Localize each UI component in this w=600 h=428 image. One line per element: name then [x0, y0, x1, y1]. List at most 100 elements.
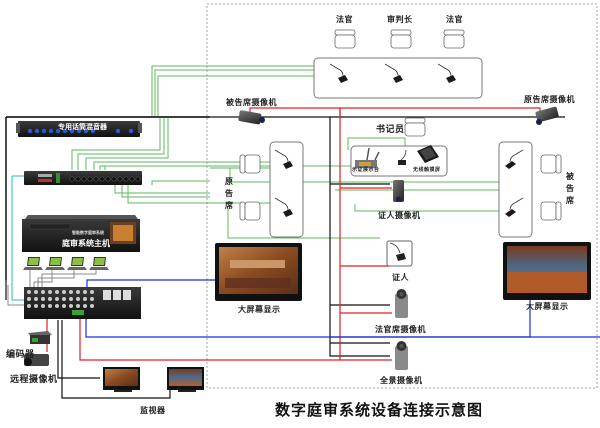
matrix-switcher-device — [24, 287, 141, 319]
laptop-icon — [45, 257, 65, 270]
microphone-icon — [505, 149, 524, 169]
port-icon — [81, 176, 87, 182]
laptop-icon — [67, 257, 87, 270]
audio-processor-device — [24, 171, 142, 185]
big-screen-left — [215, 243, 302, 301]
clerk-microphone-icon — [398, 149, 407, 165]
control-wire — [57, 320, 100, 379]
witness-stand — [386, 240, 413, 267]
knob-icon — [41, 128, 47, 134]
defendant-desk — [498, 141, 533, 238]
big-screen-right — [503, 242, 591, 300]
microphone-icon — [274, 149, 293, 169]
port-icon — [34, 304, 38, 308]
diagram-title: 数字庭审系统设备连接示意图 — [275, 401, 484, 419]
label-judge-right: 法官 — [446, 14, 463, 24]
port-icon — [34, 290, 38, 294]
label-defendant-camera: 被告席摄像机 — [226, 97, 277, 107]
laptop-icon — [89, 257, 109, 270]
microphone-icon — [437, 63, 456, 83]
label-monitor: 监视器 — [140, 405, 166, 415]
video-wire — [249, 107, 341, 360]
port-icon — [105, 176, 111, 182]
port-icon — [62, 297, 66, 301]
knob-icon — [48, 128, 54, 134]
port-icon — [41, 297, 45, 301]
microphone-icon — [274, 197, 293, 217]
audio-wire — [121, 185, 210, 198]
port-icon — [117, 176, 123, 182]
label-big-screen-right: 大屏幕显示 — [526, 301, 569, 311]
audio-wire — [114, 185, 210, 194]
port-icon — [48, 290, 52, 294]
encoder-device — [28, 331, 52, 344]
label-witness: 证人 — [392, 272, 409, 282]
defendant-chairs — [540, 154, 562, 221]
port-icon — [55, 290, 59, 294]
port-icon — [27, 290, 31, 294]
label-presiding-judge: 审判长 — [387, 14, 413, 24]
label-judge-left: 法官 — [336, 14, 353, 24]
port-icon — [76, 304, 80, 308]
port-icon — [62, 304, 66, 308]
plaintiff-desk — [269, 141, 304, 238]
label-mixer: 专用话筒混音器 — [58, 123, 107, 131]
monitor-left — [103, 367, 140, 392]
label-plaintiff-seat: 原告席 — [225, 176, 233, 210]
video-wire — [79, 318, 340, 361]
label-panorama-camera: 全景摄像机 — [380, 375, 423, 385]
audio-wire — [354, 204, 500, 212]
port-icon — [62, 290, 66, 294]
port-icon — [48, 304, 52, 308]
knob-icon — [115, 128, 121, 134]
label-host-sub: 智能数字庭审系统 — [72, 230, 104, 235]
knob-icon — [34, 128, 40, 134]
lan-wire — [41, 270, 97, 288]
port-icon — [55, 304, 59, 308]
port-icon — [69, 304, 73, 308]
witness-camera-icon — [393, 180, 404, 202]
port-icon — [93, 176, 99, 182]
port-icon — [34, 297, 38, 301]
label-big-screen-left: 大屏幕显示 — [238, 304, 281, 314]
audio-wire — [127, 185, 210, 204]
knob-icon — [62, 128, 68, 134]
port-icon — [27, 304, 31, 308]
label-encoder: 编码器 — [6, 350, 35, 360]
chair-icon — [390, 29, 412, 49]
label-plaintiff-camera: 原告席摄像机 — [524, 94, 575, 104]
lan-wire — [33, 270, 53, 288]
knob-icon — [76, 128, 82, 134]
knob-icon — [69, 128, 75, 134]
plaintiff-camera-icon — [535, 106, 559, 125]
audio-wire — [85, 117, 169, 170]
lan-wire — [37, 270, 75, 288]
port-icon — [135, 176, 141, 182]
label-host: 庭审系统主机 — [62, 239, 110, 248]
port-icon — [48, 297, 52, 301]
defendant-camera-icon — [238, 110, 265, 125]
port-icon — [55, 297, 59, 301]
witness-microphone-icon — [389, 242, 406, 261]
label-witness-camera: 证人摄像机 — [378, 210, 421, 220]
label-evidence-presenter: 示证展示台 — [352, 167, 380, 173]
port-icon — [83, 290, 87, 294]
panorama-camera-icon — [395, 341, 408, 370]
microphone-icon — [329, 63, 348, 83]
knob-icon — [90, 128, 96, 134]
chair-icon — [334, 29, 356, 49]
vga-wire — [86, 279, 215, 290]
knob-icon — [128, 128, 134, 134]
audio-wire — [229, 168, 500, 183]
label-judge-bench-camera: 法官席摄像机 — [375, 324, 426, 334]
remote-camera-icon — [24, 354, 49, 366]
port-icon — [69, 290, 73, 294]
port-icon — [41, 304, 45, 308]
lan-wire — [7, 285, 25, 306]
port-icon — [83, 304, 87, 308]
network-wire — [11, 176, 25, 301]
evidence-presenter-icon — [355, 147, 380, 168]
video-wire — [340, 107, 541, 113]
laptop-icon — [23, 257, 43, 270]
